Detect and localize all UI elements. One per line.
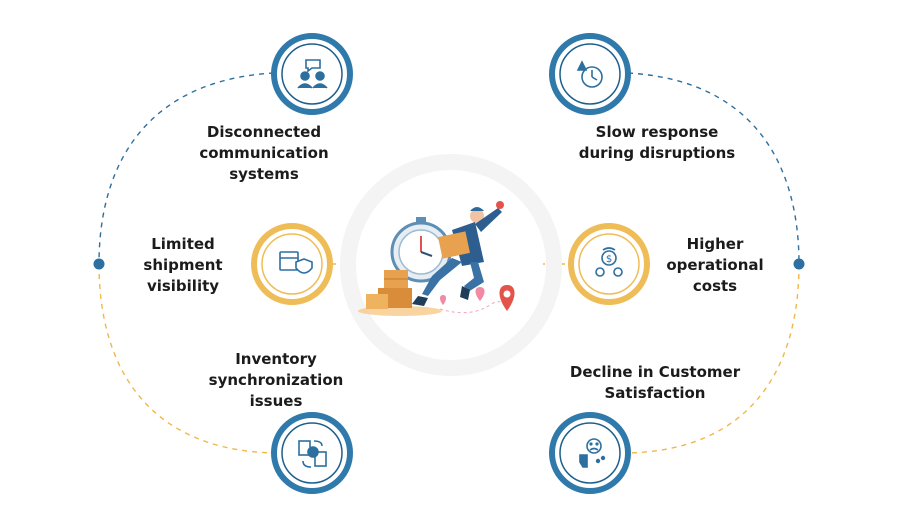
label-decline-satisfaction: Decline in Customer Satisfaction [560,362,750,404]
label-line: synchronization [208,371,344,389]
delivery-runner-illustration [358,201,515,316]
label-higher-costs: Higher operational costs [620,234,810,297]
alert-clock-icon [576,60,603,88]
node-slow-response [549,33,631,115]
node-limited-visibility [251,223,333,305]
cost-gear-icon: $ [595,247,623,277]
label-slow-response: Slow response during disruptions [562,122,752,164]
arc-top-left [98,72,275,265]
label-inventory-sync: Inventory synchronization issues [181,349,371,412]
arc-bottom-right [627,263,800,454]
node-disconnected [271,33,353,115]
label-line: Satisfaction [604,384,706,402]
label-disconnected: Disconnected communication systems [169,122,359,185]
box-shield-icon [279,251,313,274]
label-line: Decline in Customer [569,363,741,381]
label-line: operational [666,256,764,274]
label-line: visibility [146,277,220,295]
label-line: Disconnected [206,123,322,141]
node-decline-satisfaction [549,412,631,494]
node-higher-costs: $ [568,223,650,305]
arc-bottom-left [98,263,275,454]
people-chat-icon [297,59,328,89]
label-line: issues [249,392,303,410]
label-line: Inventory [235,350,317,368]
left-junction-dot [93,258,105,270]
label-line: Limited [151,235,215,253]
label-line: during disruptions [578,144,736,162]
label-line: communication [199,144,329,162]
label-line: systems [229,165,299,183]
label-limited-visibility: Limited shipment visibility [88,234,278,297]
label-line: shipment [143,256,223,274]
label-line: costs [692,277,738,295]
svg-text:$: $ [606,254,612,265]
sad-thumbs-down-icon [579,438,606,468]
label-line: Higher [686,235,744,253]
clipboard-sync-icon [298,440,327,468]
arc-top-right [627,72,800,265]
label-line: Slow response [595,123,719,141]
node-inventory-sync [271,412,353,494]
right-junction-dot [793,258,805,270]
center-ring [340,154,562,376]
